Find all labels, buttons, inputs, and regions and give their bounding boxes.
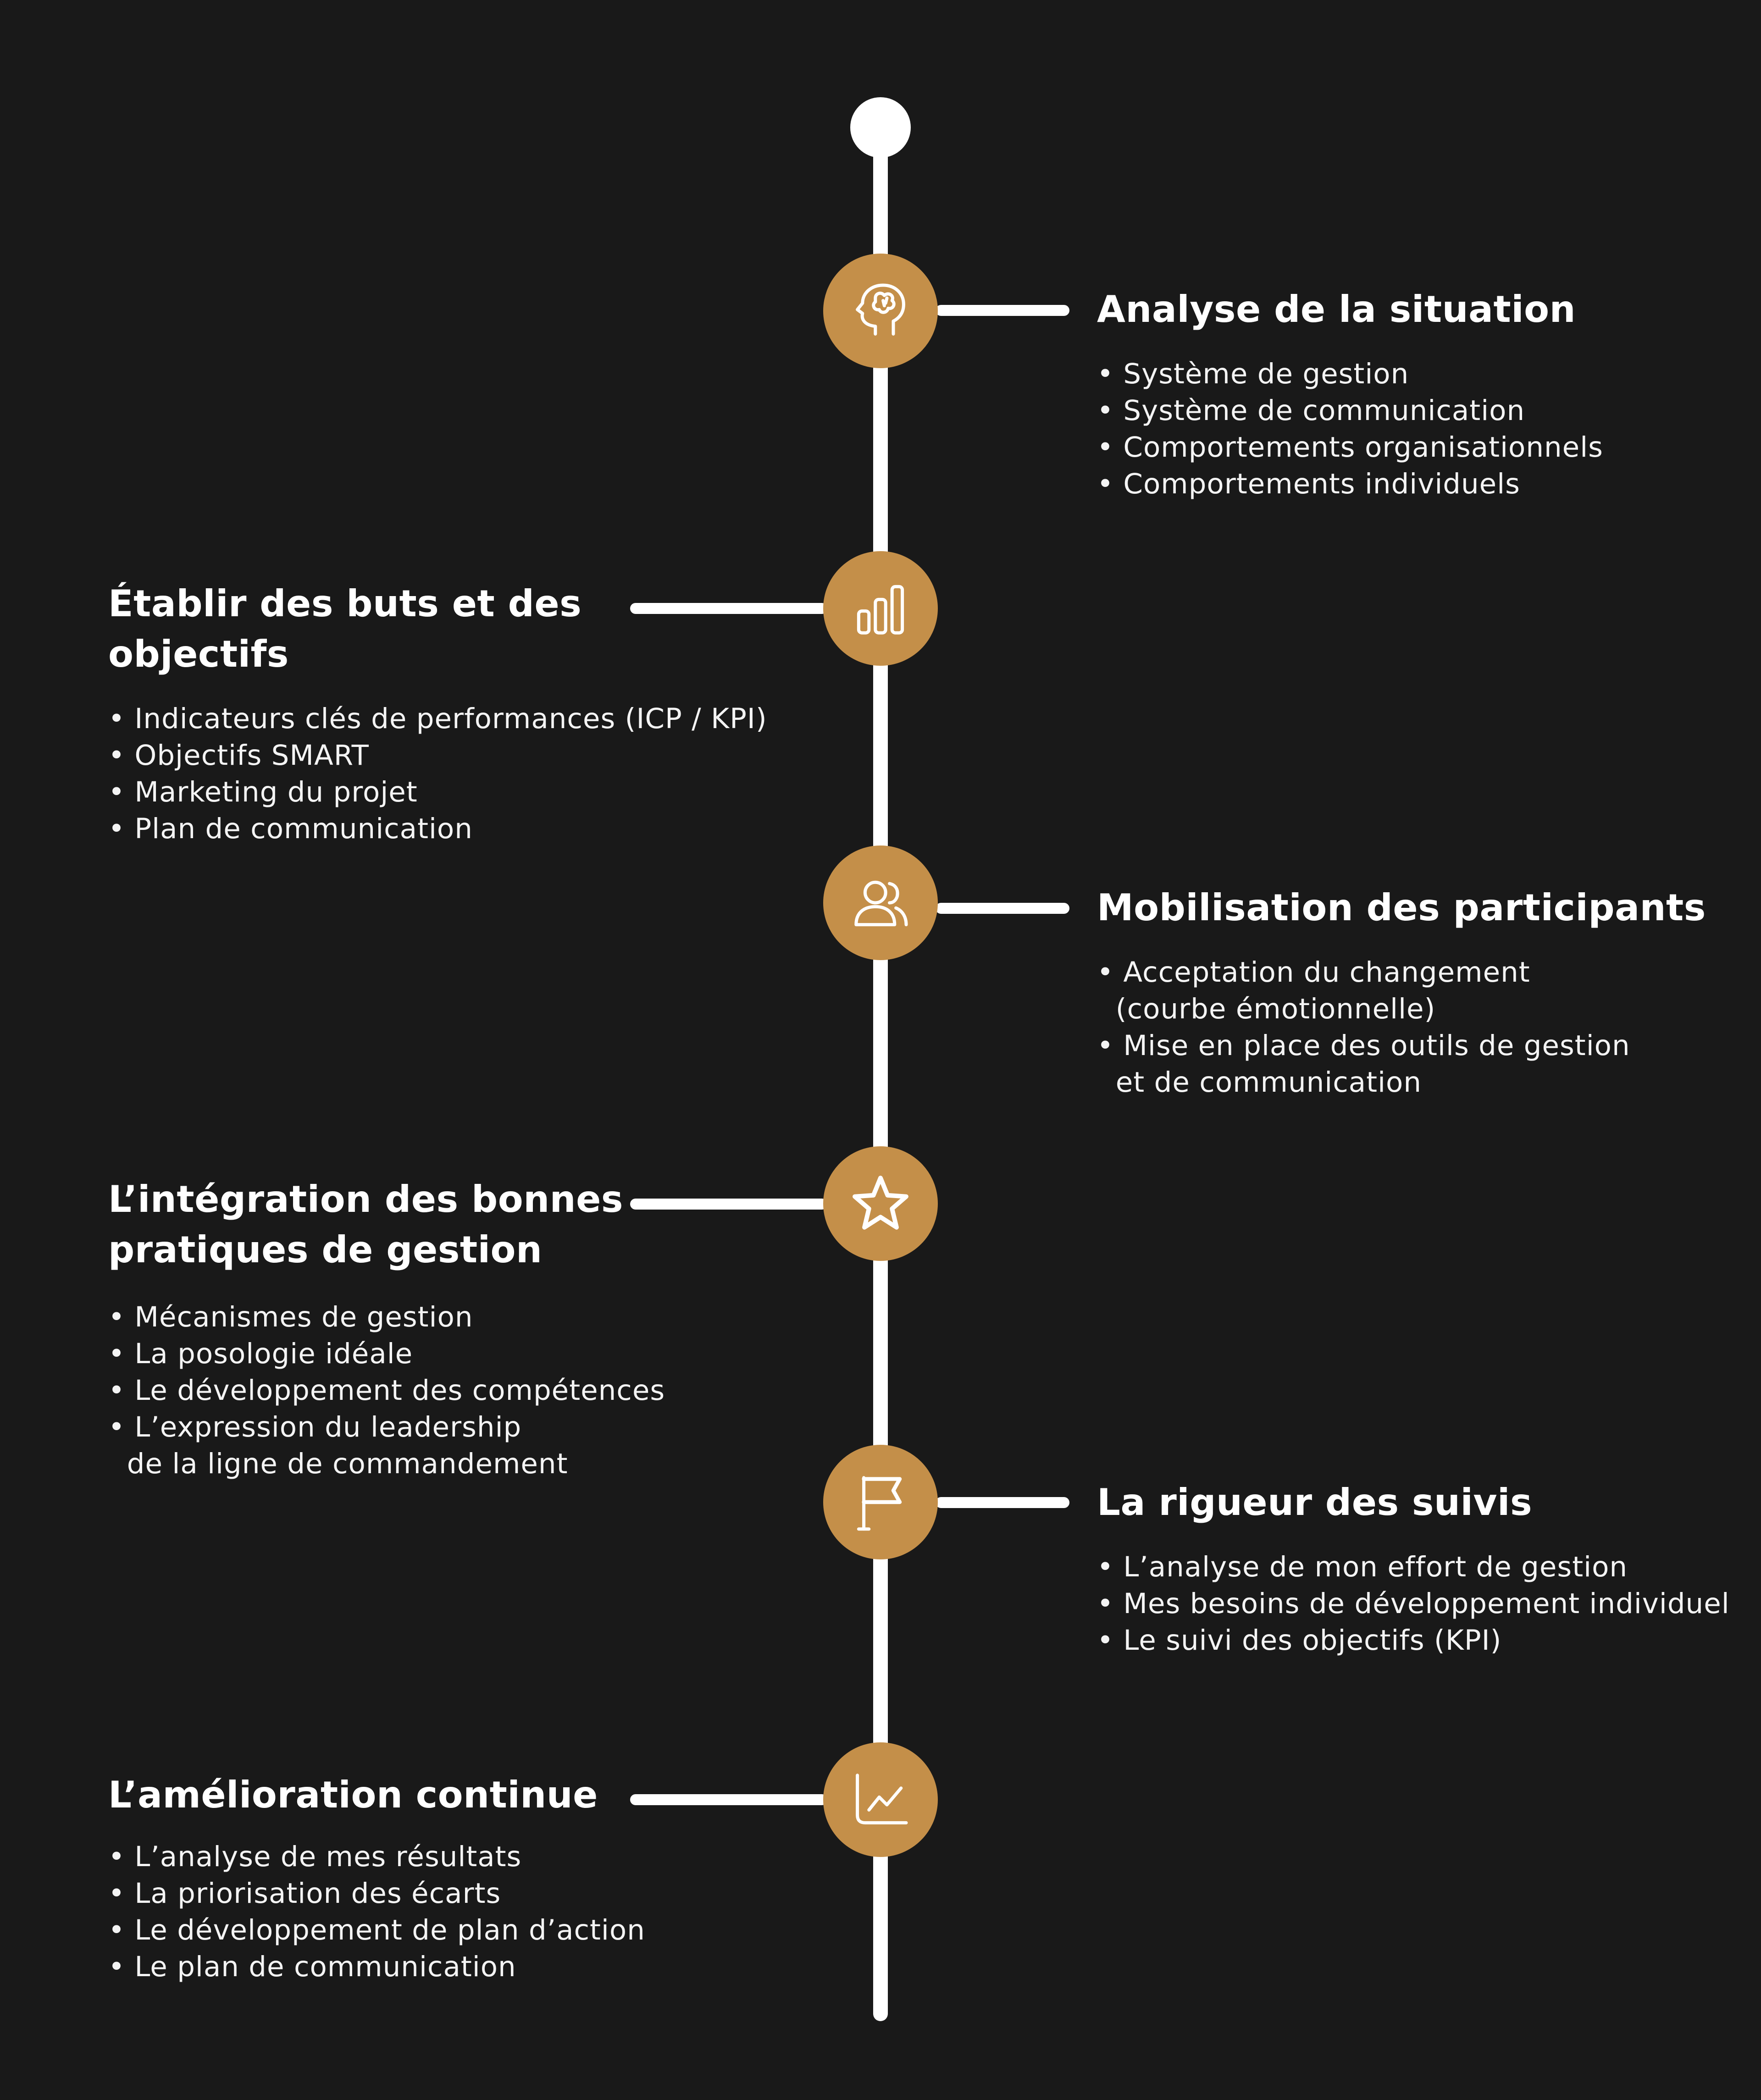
list-item: • La posologie idéale — [108, 1337, 413, 1370]
list-item: • Système de communication — [1097, 394, 1525, 427]
list-item: • Le développement des compétences — [108, 1374, 665, 1407]
step-1-title: Analyse de la situation — [1097, 288, 1576, 331]
list-item: • Marketing du projet — [108, 776, 418, 808]
step-3-block: Mobilisation des participants • Acceptat… — [1097, 883, 1706, 1101]
list-item: • Indicateurs clés de performances (ICP … — [108, 702, 767, 735]
step-1-list: • Système de gestion • Système de commun… — [1097, 356, 1603, 503]
connector-step-5 — [936, 1497, 1069, 1508]
list-item: • L’analyse de mes résultats — [108, 1840, 522, 1873]
list-item: • Le développement de plan d’action — [108, 1914, 645, 1946]
connector-step-4 — [630, 1199, 827, 1210]
connector-step-6 — [630, 1794, 827, 1805]
list-item: • Mise en place des outils de gestion et… — [1097, 1029, 1630, 1099]
list-item: • Comportements individuels — [1097, 468, 1520, 500]
step-1-block: Analyse de la situation • Système de ges… — [1097, 284, 1603, 503]
step-2-block: Établir des buts et des objectifs • Indi… — [108, 579, 767, 847]
step-6-list: • L’analyse de mes résultats • La priori… — [108, 1839, 645, 1985]
list-item: • L’analyse de mon effort de gestion — [1097, 1551, 1628, 1583]
step-6-title: L’amélioration continue — [108, 1774, 598, 1816]
connector-step-3 — [936, 903, 1069, 914]
users-icon — [854, 880, 908, 927]
step-4-title: L’intégration des bonnes pratiques de ge… — [108, 1178, 623, 1271]
list-item: • Plan de communication — [108, 812, 473, 845]
step-3-node — [823, 846, 938, 960]
connector-step-1 — [936, 305, 1069, 316]
timeline-line — [873, 101, 888, 2021]
list-item: • Acceptation du changement (courbe émot… — [1097, 956, 1530, 1025]
step-2-title: Établir des buts et des objectifs — [108, 582, 582, 675]
list-item: • Mécanismes de gestion — [108, 1301, 473, 1333]
step-5-block: La rigueur des suivis • L’analyse de mon… — [1097, 1477, 1730, 1659]
star-icon — [853, 1176, 908, 1230]
step-6-node — [823, 1742, 938, 1857]
step-5-node — [823, 1445, 938, 1559]
step-5-title: La rigueur des suivis — [1097, 1481, 1533, 1524]
step-2-node — [823, 551, 938, 666]
step-3-title: Mobilisation des participants — [1097, 886, 1706, 929]
list-item: • La priorisation des écarts — [108, 1877, 501, 1910]
step-6-block: L’amélioration continue • L’analyse de m… — [108, 1770, 645, 1985]
connector-step-2 — [630, 603, 827, 614]
list-item: • Comportements organisationnels — [1097, 431, 1603, 464]
step-4-node — [823, 1146, 938, 1261]
timeline-start-dot — [850, 97, 911, 158]
list-item: • L’expression du leadership de la ligne… — [108, 1411, 568, 1480]
step-1-node — [823, 254, 938, 368]
step-3-list: • Acceptation du changement (courbe émot… — [1097, 954, 1706, 1101]
list-item: • Mes besoins de développement individue… — [1097, 1587, 1730, 1620]
line-chart-icon — [856, 1774, 908, 1824]
list-item: • Système de gestion — [1097, 358, 1409, 390]
step-4-list: • Mécanismes de gestion • La posologie i… — [108, 1299, 665, 1482]
bar-chart-icon — [857, 585, 904, 635]
list-item: • Objectifs SMART — [108, 739, 369, 772]
step-5-list: • L’analyse de mon effort de gestion • M… — [1097, 1549, 1730, 1659]
step-2-list: • Indicateurs clés de performances (ICP … — [108, 701, 767, 847]
step-4-block: L’intégration des bonnes pratiques de ge… — [108, 1174, 665, 1482]
list-item: • Le plan de communication — [108, 1951, 516, 1983]
list-item: • Le suivi des objectifs (KPI) — [1097, 1624, 1502, 1657]
flag-icon — [857, 1476, 902, 1531]
brain-head-icon — [856, 283, 905, 336]
